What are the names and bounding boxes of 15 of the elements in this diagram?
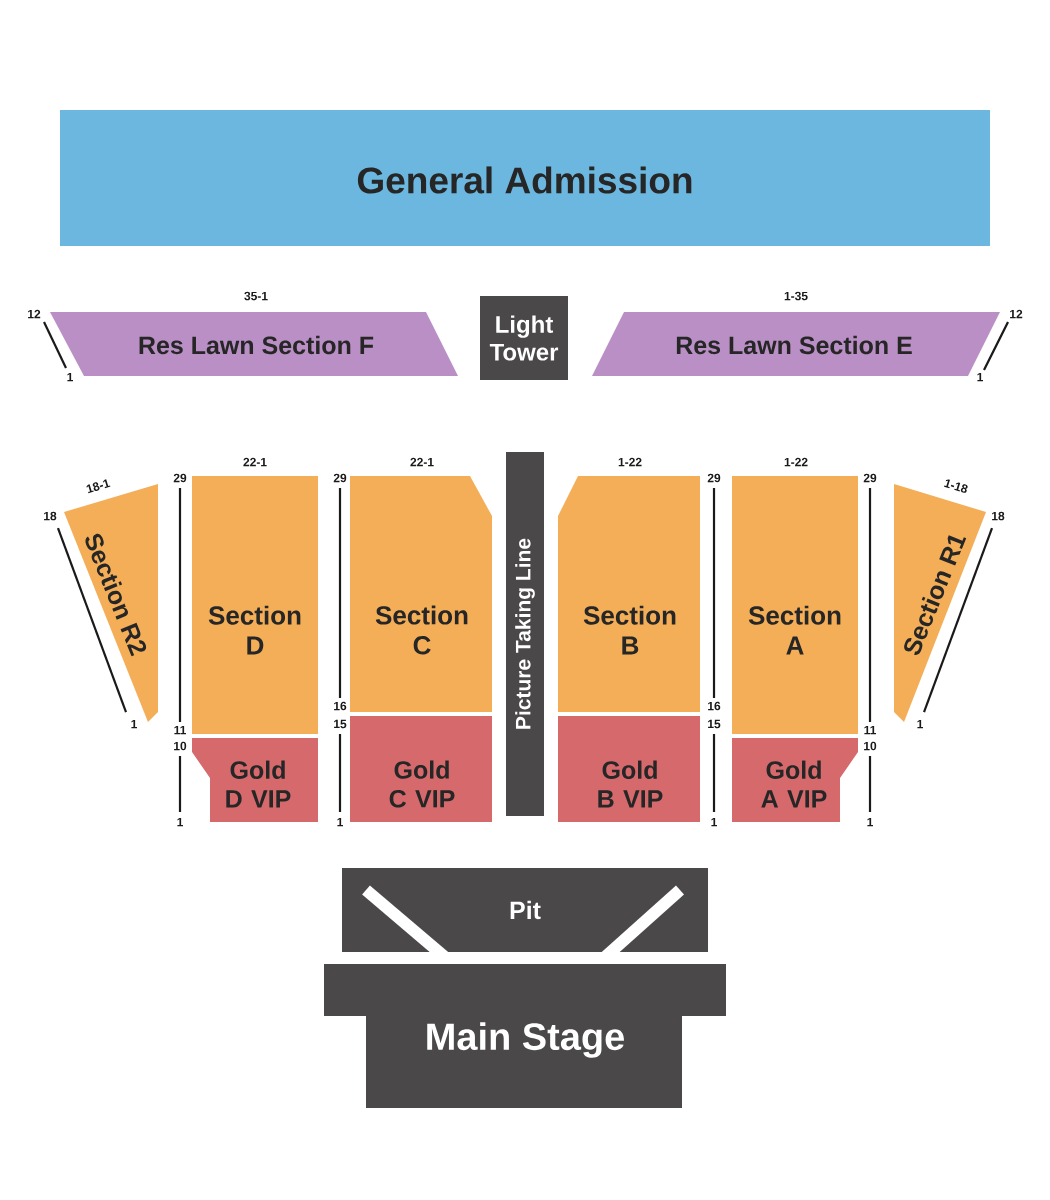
vip-section: Gold B VIP: [558, 716, 700, 822]
vip-section: Gold C VIP: [350, 716, 492, 822]
vip-section: Gold D VIP: [192, 738, 318, 822]
lawn-section: Res Lawn Section E: [592, 312, 1000, 376]
seating-section: Section B: [558, 476, 700, 712]
picture-line-bar: Picture Taking Line: [506, 452, 544, 816]
seating-section: Section A: [732, 476, 858, 734]
pit-area: Pit: [342, 868, 708, 952]
general-admission-area: General Admission: [60, 110, 990, 246]
seating-section: Section C: [350, 476, 492, 712]
light-tower-box: Light Tower: [480, 296, 568, 380]
seating-section: Section D: [192, 476, 318, 734]
lawn-section: Res Lawn Section F: [50, 312, 458, 376]
vip-section: Gold A VIP: [732, 738, 858, 822]
main-stage: Main Stage: [324, 964, 726, 1108]
